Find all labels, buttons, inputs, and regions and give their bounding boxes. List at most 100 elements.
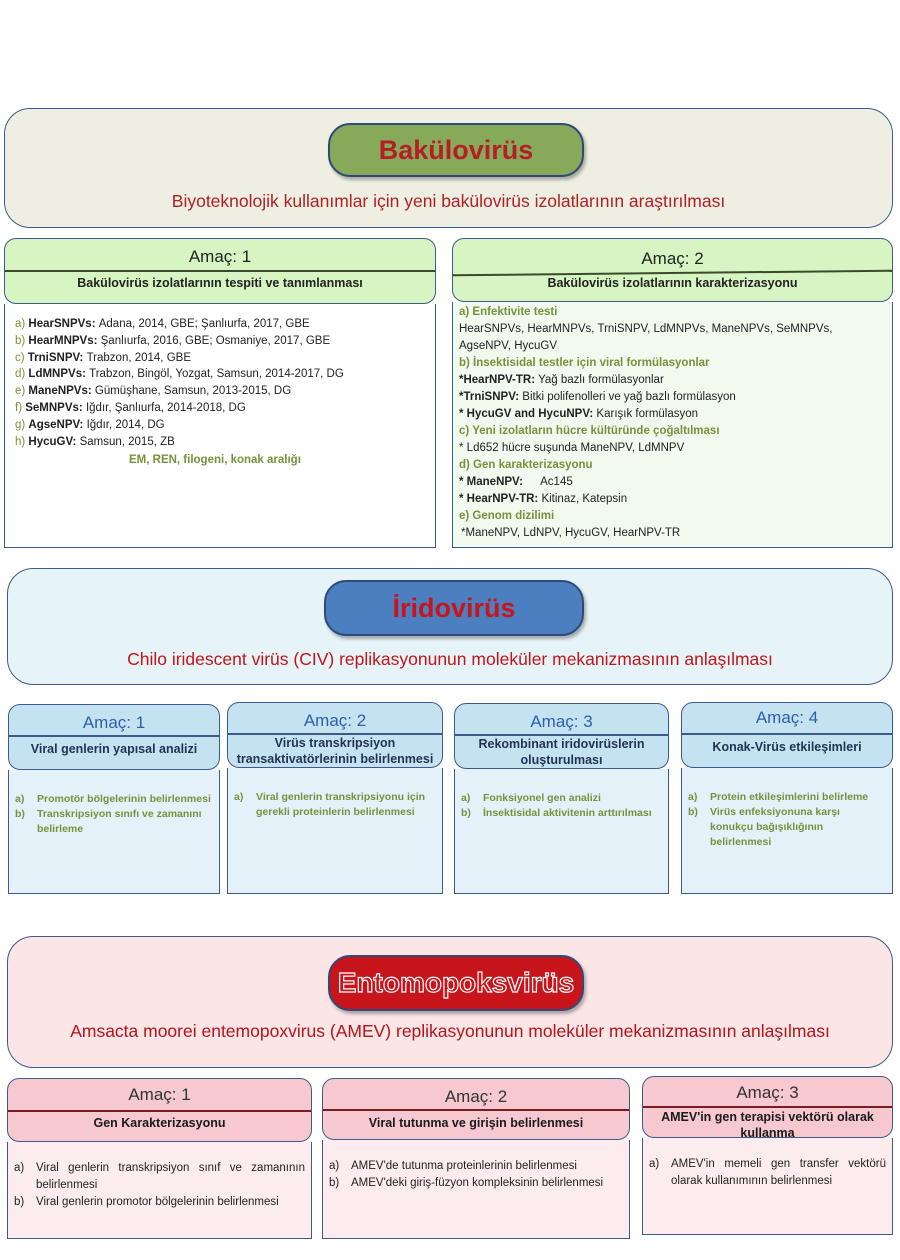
baculo-goal1-item-letter: g)	[15, 418, 29, 431]
iridovirus-banner: İridovirüs Chilo iridescent virüs (CIV) …	[7, 568, 893, 685]
baculo-goal2-d1: * ManeNPV: Ac145	[459, 474, 573, 491]
ento-goal3-title: AMEV'in gen terapisi vektörü olarak kull…	[661, 1110, 874, 1140]
ento-goal-item-letter: a)	[14, 1162, 25, 1174]
baculo-goal2-a-head: a) Enfektivite testi	[459, 306, 558, 318]
irido-goal-item-letter: a)	[234, 791, 244, 803]
ento-goal3-header: Amaç: 3 AMEV'in gen terapisi vektörü olar…	[642, 1076, 893, 1140]
baculo-goal1-item-letter: f)	[15, 401, 26, 414]
iridovirus-subtitle: Chilo iridescent virüs (CIV) replikasyon…	[127, 649, 773, 669]
ento-goal-item: b) Viral genlerin promotor bölgelerinin b…	[14, 1194, 305, 1211]
ento-goal1-body: a) Viral genlerin transkripsiyon sınıf ve…	[7, 1142, 312, 1239]
baculo-goal2-b2: *TrniSNPV: Bitki polifenolleri ve yağ ba…	[459, 389, 736, 406]
baculovirus-title: Bakülovirüs	[378, 134, 534, 165]
baculo-goal2-e-head: e) Genom dizilimi	[459, 510, 555, 522]
baculo-goal2-b1: *HearNPV-TR: Yağ bazlı formülasyonlar	[459, 372, 664, 389]
baculo-goal2-b3-text: Karışık formülasyon	[596, 408, 699, 420]
irido-goal3-number: Amaç: 3	[530, 712, 593, 731]
irido-goal-item-letter: b)	[688, 806, 698, 818]
baculo-goal2-d1-text: Ac145	[540, 476, 573, 488]
ento-goal2-title: Viral tutunma ve girişin belirlenmesi	[368, 1116, 584, 1130]
entomopoxvirus-title: Entomopoksvirüs	[337, 966, 575, 998]
irido-goal-item: a)Promotör bölgelerinin belirlenmesi	[15, 792, 213, 807]
baculo-goal1-item-letter: c)	[15, 351, 28, 364]
ento-goal2-body: a)AMEV'de tutunma proteinlerinin belirle…	[322, 1140, 630, 1239]
ento-goal-item-text: AMEV'deki giriş-füzyon kompleksinin beli…	[351, 1177, 604, 1189]
ento-goal3-number: Amaç: 3	[736, 1083, 799, 1102]
baculo-goal2-a-line2: AgseNPV, HycuGV	[459, 340, 558, 352]
baculo-goal1-item-text: Iğdır, 2014, DG	[86, 418, 165, 431]
baculo-goal2-c1: * Ld652 hücre suşunda ManeNPV, LdMNPV	[459, 442, 685, 454]
ento-goal-item-text: AMEV'de tutunma proteinlerinin belirlenm…	[351, 1160, 577, 1172]
ento-goal1-divider	[8, 1110, 311, 1112]
baculo-goal1-item-letter: b)	[15, 334, 29, 347]
irido-goal3-divider	[455, 734, 668, 736]
irido-goal2-title: Virüs transkripsiyon transaktivatörlerin…	[236, 736, 434, 766]
baculo-goal2-title: Bakülovirüs izolatlarının karakterizasyo…	[547, 276, 798, 290]
iridovirus-title: İridovirüs	[392, 592, 516, 623]
entomopoxvirus-banner: Entomopoksvirüs Amsacta moorei entemopox…	[7, 936, 893, 1068]
ento-goal-item: a)AMEV'de tutunma proteinlerinin belirle…	[329, 1158, 623, 1175]
baculovirus-subtitle: Biyoteknolojik kullanımlar için yeni bak…	[171, 191, 726, 211]
irido-goal-item-text: İnsektisidal aktivitenin arttırılması	[483, 807, 652, 819]
baculo-goal1-item-name: LdMNPVs:	[28, 368, 90, 381]
irido-goal-item-letter: b)	[461, 807, 471, 819]
baculo-goal2-d1-name: * ManeNPV:	[459, 476, 523, 488]
ento-goal-item: b)AMEV'deki giriş-füzyon kompleksinin be…	[329, 1175, 623, 1192]
irido-goal2-divider	[228, 733, 442, 735]
baculo-goal1-title: Bakülovirüs izolatlarının tespiti ve tan…	[77, 276, 363, 290]
iridovirus-title-pill: İridovirüs	[324, 580, 584, 636]
baculo-goal2-e1: *ManeNPV, LdNPV, HycuGV, HearNPV-TR	[461, 527, 681, 539]
baculo-goal1-item: e) ManeNPVs: Gümüşhane, Samsun, 2013-201…	[15, 383, 344, 400]
baculo-goal2-b1-name: *HearNPV-TR:	[459, 374, 536, 386]
ento-goal-item-text: AMEV'in memeli gen transfer vektörü olar…	[671, 1158, 886, 1187]
irido-goal4-number: Amaç: 4	[755, 708, 819, 727]
ento-goal1-title: Gen Karakterizasyonu	[93, 1116, 226, 1130]
baculo-goal1-item: h) HycuGV: Samsun, 2015, ZB	[15, 434, 344, 451]
baculo-goal1-item-text: Samsun, 2015, ZB	[79, 435, 175, 448]
baculo-goal1-item: c) TrniSNPV: Trabzon, 2014, GBE	[15, 350, 344, 367]
ento-goal-item: a) Viral genlerin transkripsiyon sınıf ve…	[14, 1160, 305, 1194]
ento-goal3-body: a)AMEV'in memeli gen transfer vektörü ol…	[642, 1138, 893, 1235]
baculo-goal1-body: a) HearSNPVs: Adana, 2014, GBE; Şanlıurf…	[4, 304, 436, 548]
ento-goal1-header: Amaç: 1 Gen Karakterizasyonu	[7, 1078, 312, 1142]
baculo-goal1-item-name: HearSNPVs:	[28, 318, 99, 330]
irido-goal-item-text: Promotör bölgelerinin belirlenmesi	[37, 793, 211, 805]
baculo-goal1-item-text: Şanlıurfa, 2016, GBE; Osmaniye, 2017, GB…	[100, 334, 331, 347]
baculo-goal1-item-letter: e)	[15, 385, 29, 398]
irido-goal-item-letter: b)	[15, 808, 25, 820]
ento-goal-item-text: Viral genlerin transkripsiyon sınıf ve z…	[36, 1162, 305, 1191]
baculo-goal2-body: a) Enfektivite testi HearSNPVs, HearMNPV…	[452, 302, 893, 548]
entomopoxvirus-subtitle: Amsacta moorei entemopoxvirus (AMEV) rep…	[70, 1021, 830, 1041]
irido-goal2-list: a)Viral genlerin transkripsiyonu için ge…	[234, 790, 436, 820]
ento-goal2-divider	[323, 1109, 629, 1111]
baculo-goal1-item-letter: h)	[15, 435, 29, 448]
baculo-goal2-d2-name: * HearNPV-TR:	[459, 493, 539, 505]
baculo-goal1-number: Amaç: 1	[188, 247, 252, 266]
irido-goal-item: b)Virüs enfeksiyonuna karşı konukçu bağı…	[688, 805, 886, 850]
baculo-goal1-item-text: Trabzon, 2014, GBE	[86, 351, 191, 364]
ento-goal-item-letter: b)	[14, 1196, 25, 1208]
baculo-goal2-b2-text: Bitki polifenolleri ve yağ bazlı formüla…	[522, 391, 736, 403]
baculo-goal1-item-text: Gümüşhane, Samsun, 2013-2015, DG	[94, 385, 292, 398]
ento-goal-item-text: Viral genlerin promotor bölgelerinin bel…	[36, 1196, 279, 1208]
baculo-goal2-d2: * HearNPV-TR: Kitinaz, Katepsin	[459, 491, 627, 508]
baculovirus-banner: Bakülovirüs Biyoteknolojik kullanımlar i…	[4, 108, 893, 228]
baculo-goal1-item-name: AgseNPV:	[28, 418, 87, 431]
irido-goal4-title: Konak-Virüs etkileşimleri	[712, 740, 862, 754]
irido-goal-item: a)Viral genlerin transkripsiyonu için ge…	[234, 790, 436, 820]
baculo-goal1-item: a) HearSNPVs: Adana, 2014, GBE; Şanlıurf…	[15, 316, 344, 333]
baculo-goal1-item-name: TrniSNPV:	[27, 351, 87, 364]
baculo-goal1-item-text: Trabzon, Bingöl, Yozgat, Samsun, 2014-20…	[89, 368, 344, 381]
ento-goal3-divider	[643, 1106, 892, 1108]
ento-goal1-number: Amaç: 1	[128, 1085, 191, 1104]
baculovirus-title-pill: Bakülovirüs	[328, 123, 584, 177]
irido-goal-item: a)Fonksiyonel gen analizi	[461, 791, 662, 806]
irido-goal-item-text: Fonksiyonel gen analizi	[483, 792, 601, 804]
irido-goal-item: b)Transkripsiyon sınıfı ve zamanını beli…	[15, 807, 213, 837]
baculo-goal2-c-head: c) Yeni izolatların hücre kültüründe çoğ…	[459, 425, 720, 437]
